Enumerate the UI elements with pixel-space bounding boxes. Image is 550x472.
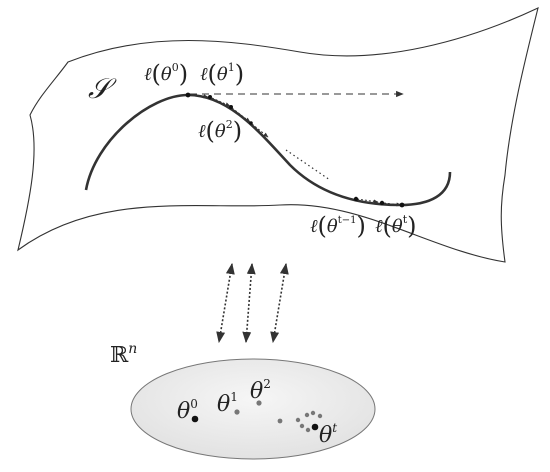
manifold-symbol: 𝒮 xyxy=(88,72,117,105)
param-point-7 xyxy=(317,413,323,419)
curve-point-mid xyxy=(379,200,385,206)
param-point-9 xyxy=(305,427,311,433)
theta-label-0: θ0 xyxy=(177,397,198,424)
param-point-t xyxy=(311,423,319,431)
step-arrow-4 xyxy=(251,123,269,138)
curve-point-t xyxy=(399,202,405,208)
mapping-arrow-1 xyxy=(216,262,235,344)
continuation-dots xyxy=(285,149,331,181)
param-point-8 xyxy=(299,423,305,429)
mapping-arrow-3 xyxy=(270,262,289,344)
step-arrow-1 xyxy=(189,93,209,99)
mapping-arrow-2 xyxy=(242,262,256,344)
theta-label-2: θ2 xyxy=(250,377,271,404)
curve-point-2 xyxy=(229,105,233,109)
curve-point-0 xyxy=(185,92,191,98)
manifold-surface xyxy=(17,7,539,263)
curve-label-t-minus-1: ℓ(θt−1) xyxy=(310,212,366,240)
theta-label-1: θ1 xyxy=(217,390,238,417)
parameter-space xyxy=(130,358,376,460)
step-arrow-2 xyxy=(211,97,231,107)
curve-label-t: ℓ(θt) xyxy=(375,212,417,240)
param-point-4 xyxy=(295,417,301,423)
space-symbol: ℝn xyxy=(110,341,137,368)
loss-curve xyxy=(84,93,452,207)
param-point-1 xyxy=(234,409,240,415)
param-point-5 xyxy=(304,412,310,418)
step-arrow-5 xyxy=(356,198,379,204)
curve-label-2: ℓ(θ2) xyxy=(198,117,242,145)
param-point-0 xyxy=(191,415,199,423)
curve-label-1: ℓ(θ1) xyxy=(200,60,244,88)
theta-label-t: θt xyxy=(319,421,337,448)
curve-label-0: ℓ(θ0) xyxy=(144,60,188,88)
curve-point-1 xyxy=(208,95,212,99)
step-arrow-6 xyxy=(383,202,402,207)
curve-point-3 xyxy=(249,121,253,125)
param-point-6 xyxy=(310,410,316,416)
param-point-3 xyxy=(277,418,283,424)
param-point-2 xyxy=(256,400,262,406)
curve-point-t-minus-1 xyxy=(353,196,359,202)
